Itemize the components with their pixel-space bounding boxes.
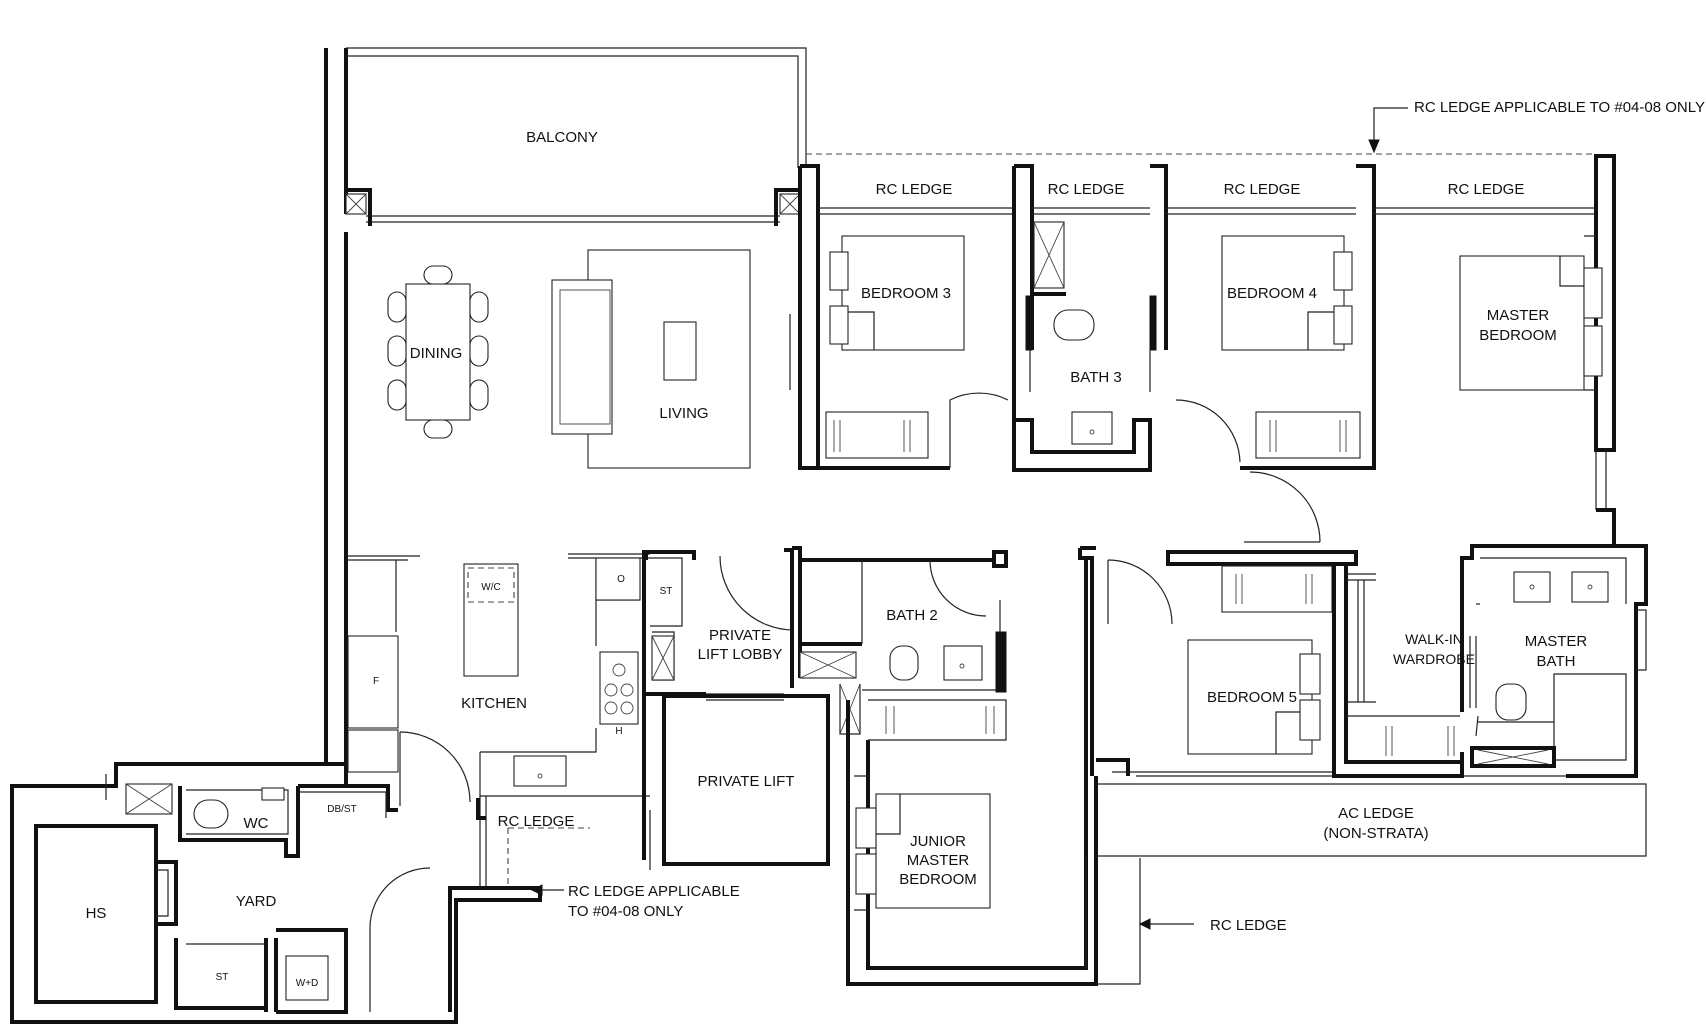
label-dining: DINING — [410, 345, 463, 362]
label-wc-cabinet: W/C — [481, 582, 500, 593]
note-bottom-2: TO #04-08 ONLY — [568, 903, 683, 920]
note-top: RC LEDGE APPLICABLE TO #04-08 ONLY — [1414, 99, 1705, 116]
label-master-bedroom-2: BEDROOM — [1479, 327, 1557, 344]
label-yard: YARD — [236, 893, 277, 910]
label-kitchen: KITCHEN — [461, 695, 527, 712]
label-master-bath-1: MASTER — [1525, 633, 1588, 650]
label-private-lift-lobby-1: PRIVATE — [709, 627, 771, 644]
label-bedroom-5: BEDROOM 5 — [1207, 689, 1297, 706]
label-junior-master-2: MASTER — [907, 852, 970, 869]
label-rc-ledge-2: RC LEDGE — [1048, 181, 1125, 198]
note-bottom-1: RC LEDGE APPLICABLE — [568, 883, 740, 900]
label-rc-ledge-kitchen: RC LEDGE — [498, 813, 575, 830]
fixture-labels: W/C ST F H O DB/ST ST W+D — [216, 574, 673, 989]
label-private-lift-lobby-2: LIFT LOBBY — [698, 646, 783, 663]
bedroom-5-suite — [1078, 544, 1627, 778]
notes: RC LEDGE APPLICABLE TO #04-08 ONLY RC LE… — [568, 99, 1705, 920]
label-junior-master-1: JUNIOR — [910, 833, 966, 850]
label-master-bedroom-1: MASTER — [1487, 307, 1550, 324]
label-hob: H — [615, 726, 622, 737]
label-ac-ledge-1: AC LEDGE — [1338, 805, 1414, 822]
label-hs: HS — [86, 905, 107, 922]
label-private-lift: PRIVATE LIFT — [698, 773, 795, 790]
label-db-st: DB/ST — [327, 804, 356, 815]
bath-3 — [1012, 221, 1241, 472]
label-rc-ledge-1: RC LEDGE — [876, 181, 953, 198]
label-washer-dryer: W+D — [296, 978, 319, 989]
label-oven: O — [617, 574, 625, 585]
label-rc-ledge-bottom: RC LEDGE — [1210, 917, 1287, 934]
label-bedroom-4: BEDROOM 4 — [1227, 285, 1317, 302]
label-master-bath-2: BATH — [1537, 653, 1576, 670]
label-wc: WC — [244, 815, 269, 832]
label-bath-3: BATH 3 — [1070, 369, 1121, 386]
label-yard-store: ST — [216, 972, 229, 983]
label-ac-ledge-2: (NON-STRATA) — [1323, 825, 1428, 842]
label-walk-in-2: WARDROBE — [1393, 651, 1475, 667]
annotation-arrows — [530, 107, 1408, 930]
label-rc-ledge-3: RC LEDGE — [1224, 181, 1301, 198]
label-store: ST — [660, 586, 673, 597]
junior-master-bedroom — [854, 775, 991, 911]
label-fridge: F — [373, 676, 379, 687]
bedroom-4 — [1221, 235, 1374, 543]
bath-2 — [792, 546, 1008, 741]
ledge-labels: RC LEDGE RC LEDGE RC LEDGE RC LEDGE RC L… — [498, 181, 1525, 934]
label-bedroom-3: BEDROOM 3 — [861, 285, 951, 302]
bedroom-3 — [818, 235, 1009, 470]
label-walk-in-1: WALK-IN — [1405, 631, 1463, 647]
label-junior-master-3: BEDROOM — [899, 871, 977, 888]
label-rc-ledge-4: RC LEDGE — [1448, 181, 1525, 198]
label-bath-2: BATH 2 — [886, 607, 937, 624]
exterior-walls — [324, 47, 1648, 986]
kitchen — [346, 553, 650, 890]
room-labels: BALCONY DINING LIVING KITCHEN PRIVATE LI… — [86, 129, 1588, 922]
yard-service — [10, 731, 542, 1024]
private-lift-lobby — [642, 548, 830, 870]
master-bedroom — [1459, 235, 1603, 391]
dining-living-furniture — [387, 249, 751, 469]
label-living: LIVING — [659, 405, 708, 422]
label-balcony: BALCONY — [526, 129, 598, 146]
